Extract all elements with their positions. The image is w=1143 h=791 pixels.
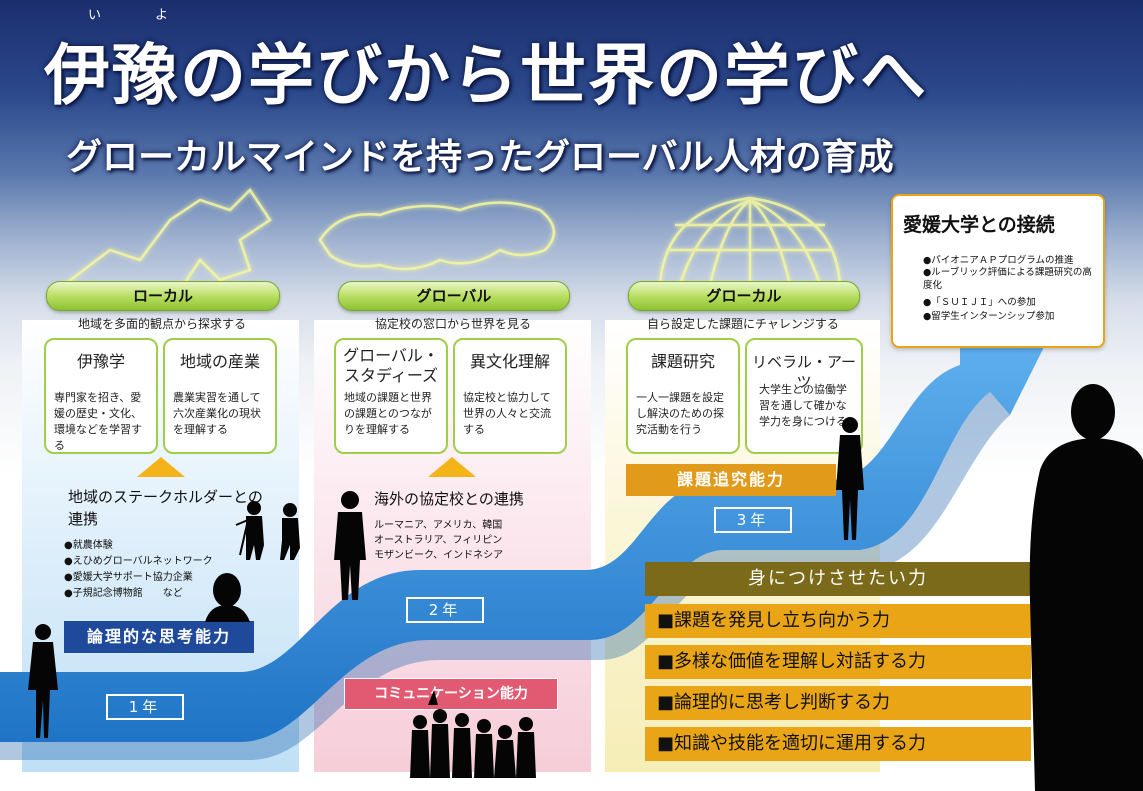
page-title: 伊豫の学びから世界の学びへ [44, 37, 928, 114]
goal-item: ■課題を発見し立ち向かう力 [645, 604, 1031, 638]
glocal-subtitle: 自ら設定した課題にチャレンジする [647, 317, 839, 331]
list-item: ●就農体験 [64, 540, 113, 551]
card-body: 地域の課題と世界の課題とのつながりを理解する [344, 391, 432, 436]
list-item: ●「ＳＵＩＪＩ」への参加 [923, 297, 1036, 308]
ability-inquiry: 課題追究能力 [626, 464, 836, 496]
university-box: 愛媛大学との接続 ●パイオニアＡＰプログラムの推進 ●ルーブリック評価による課題… [891, 194, 1105, 348]
goal-item: ■論理的に思考し判断する力 [645, 686, 1031, 720]
card-body: 一人一課題を設定し解決のための探究活動を行う [636, 391, 724, 436]
farmer-silhouette [235, 501, 300, 560]
card-title: 課題研究 [650, 352, 715, 371]
card-title: 異文化理解 [469, 352, 550, 371]
year-1-label: 1年 [106, 694, 184, 720]
card-body: 大学生との協働学習を通して確かな学力を身につける [759, 383, 847, 428]
partner-school-title: 海外の協定校との連携 [374, 490, 524, 508]
goal-item: ■多様な価値を理解し対話する力 [645, 645, 1031, 679]
list-item: モザンビーク、インドネシア [374, 550, 504, 561]
card-body: 専門家を招き、愛媛の歴史・文化、環境などを学習する [54, 391, 142, 452]
glow-decoration [59, 188, 842, 291]
list-item: ●子規記念博物館 など [64, 588, 183, 599]
card-body: 農業実習を通して六次産業化の現状を理解する [173, 391, 261, 436]
list-item: ●留学生インターンシップ参加 [923, 311, 1055, 322]
student-silhouette [836, 417, 864, 540]
man-silhouette [334, 491, 366, 600]
list-item: ●えひめグローバルネットワーク [64, 556, 213, 567]
card-title: 地域の産業 [179, 352, 260, 371]
card-title: 伊豫学 [76, 352, 125, 371]
growth-arrow [0, 335, 1050, 760]
list-item: オーストラリア、フィリピン [374, 535, 503, 546]
pill-glocal: グローカル [628, 281, 860, 311]
world-map-outline [318, 201, 555, 271]
local-subtitle: 地域を多面的観点から探求する [77, 317, 246, 331]
ability-communication: コミュニケーション能力 [344, 678, 558, 710]
up-triangle-icon [428, 457, 476, 477]
man-bust-silhouette [205, 573, 250, 622]
global-subtitle: 協定校の窓口から世界を見る [374, 317, 531, 331]
page-subtitle: グローカルマインドを持ったグローバル人材の育成 [66, 137, 894, 178]
university-title: 愛媛大学との接続 [903, 214, 1055, 236]
businessman-silhouette [1029, 384, 1143, 791]
list-item: ルーマニア、アメリカ、韓国 [374, 520, 503, 531]
card-iyogaku: 伊豫学 専門家を招き、愛媛の歴史・文化、環境などを学習する [44, 338, 158, 454]
list-item: ●パイオニアＡＰプログラムの推進 [923, 255, 1074, 266]
card-intercultural: 異文化理解 協定校と協力して世界の人々と交流する [453, 338, 567, 454]
woman-silhouette [28, 624, 58, 738]
stakeholder-title: 地域のステークホルダーとの連携 [68, 488, 263, 528]
card-title: グローバル・スタディーズ [343, 346, 439, 385]
goals-header: 身につけさせたい力 [645, 562, 1031, 596]
up-triangle-icon [137, 457, 185, 477]
pill-global: グローバル [338, 281, 570, 311]
map-outline-local [59, 188, 272, 291]
card-body: 協定校と協力して世界の人々と交流する [463, 391, 551, 436]
pill-local: ローカル [46, 281, 280, 311]
list-item: ●ルーブリック評価による課題研究の高度化 [923, 267, 1092, 291]
ruby-yo: よ [155, 8, 169, 23]
card-liberal-arts: リベラル・アーツ 大学生との協働学習を通して確かな学力を身につける [745, 338, 863, 454]
ruby-i: い [88, 8, 102, 23]
card-regional-industry: 地域の産業 農業実習を通して六次産業化の現状を理解する [163, 338, 277, 454]
list-item: ●愛媛大学サポート協力企業 [64, 572, 193, 583]
card-global-studies: グローバル・スタディーズ 地域の課題と世界の課題とのつながりを理解する [334, 338, 448, 454]
goal-item: ■知識や技能を適切に運用する力 [645, 727, 1031, 761]
card-research: 課題研究 一人一課題を設定し解決のための探究活動を行う [626, 338, 740, 454]
ability-logical-thinking: 論理的な思考能力 [64, 621, 254, 653]
card-title: リベラル・アーツ [751, 353, 857, 391]
year-2-label: 2年 [406, 597, 484, 623]
group-silhouette [410, 690, 536, 778]
year-3-label: 3年 [714, 507, 792, 533]
